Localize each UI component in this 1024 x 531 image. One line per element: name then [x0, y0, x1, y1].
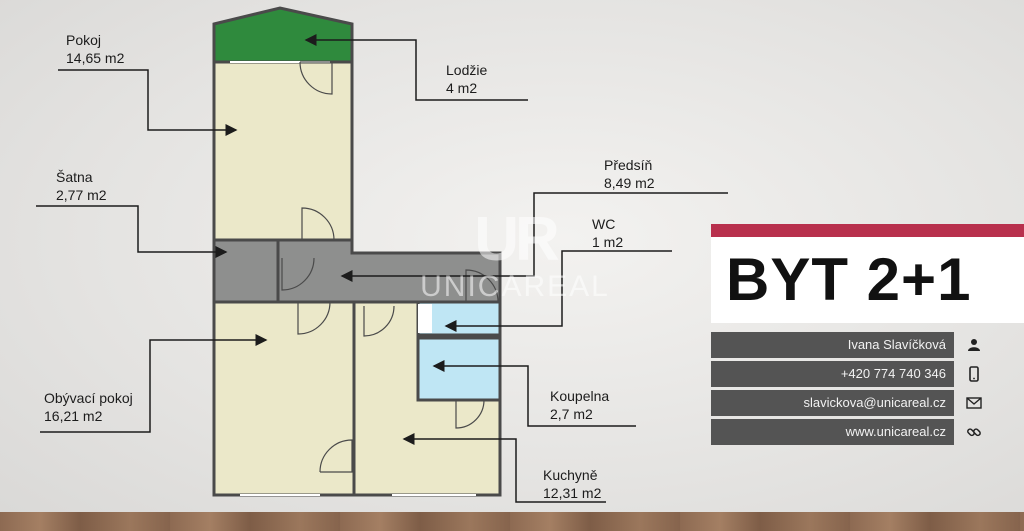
phone-icon [962, 361, 986, 387]
label-wc-name: WC [592, 216, 616, 232]
label-koupelna-area: 2,7 m2 [550, 406, 593, 422]
wooden-floor [0, 512, 1024, 531]
contact-email[interactable]: slavickova@unicareal.cz [711, 390, 954, 416]
label-koupelna: Koupelna 2,7 m2 [550, 387, 609, 423]
label-kuchyne: Kuchyně 12,31 m2 [543, 466, 601, 502]
label-satna-area: 2,77 m2 [56, 187, 107, 203]
room-lodzie [212, 6, 354, 64]
page-title: BYT 2+1 [726, 246, 972, 313]
contact-name: Ivana Slavíčková [711, 332, 954, 358]
label-lodzie: Lodžie 4 m2 [446, 61, 487, 97]
person-icon [962, 332, 986, 358]
label-satna-name: Šatna [56, 169, 93, 185]
contact-web[interactable]: www.unicareal.cz [711, 419, 954, 445]
label-kuchyne-name: Kuchyně [543, 467, 598, 483]
room-satna [212, 238, 280, 304]
leader-lines [36, 34, 728, 503]
label-kuchyne-area: 12,31 m2 [543, 485, 602, 501]
label-wc: WC 1 m2 [592, 215, 623, 251]
label-predsin-area: 8,49 m2 [604, 175, 655, 191]
door-symbols [281, 61, 499, 473]
room-koupelna [416, 336, 502, 402]
room-obyvaci [212, 300, 356, 497]
label-obyvaci-area: 16,21 m2 [44, 408, 103, 424]
link-icon [962, 419, 986, 445]
label-predsin-name: Předsíň [604, 157, 653, 173]
label-pokoj: Pokoj 14,65 m2 [66, 31, 124, 67]
room-pokoj [212, 60, 354, 242]
label-obyvaci: Obývací pokoj 16,21 m2 [44, 389, 133, 425]
label-koupelna-name: Koupelna [550, 388, 610, 404]
contact-phone[interactable]: +420 774 740 346 [711, 361, 954, 387]
label-obyvaci-name: Obývací pokoj [44, 390, 133, 406]
label-satna: Šatna 2,77 m2 [56, 168, 107, 204]
label-pokoj-area: 14,65 m2 [66, 50, 125, 66]
label-wc-area: 1 m2 [592, 234, 624, 250]
label-pokoj-name: Pokoj [66, 32, 102, 48]
title-accent-bar [711, 224, 1024, 237]
label-lodzie-area: 4 m2 [446, 80, 478, 96]
label-lodzie-name: Lodžie [446, 62, 488, 78]
label-predsin: Předsíň 8,49 m2 [604, 156, 655, 192]
envelope-icon [962, 390, 986, 416]
title-card [711, 237, 1024, 323]
